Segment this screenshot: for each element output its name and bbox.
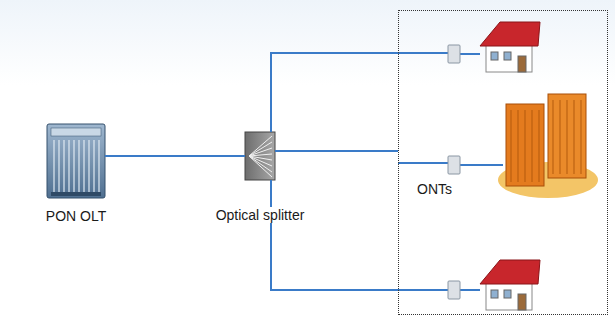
node-label: ONTs (417, 181, 452, 197)
node-label: PON OLT (44, 208, 108, 224)
house-icon (480, 22, 540, 72)
fibre-connector (105, 155, 245, 157)
olt-node: PON OLT (47, 124, 105, 198)
splitter-node: Optical splitter (245, 132, 275, 180)
node-label: Optical splitter (214, 207, 307, 223)
house-icon (480, 260, 540, 310)
ont-device (448, 45, 460, 299)
fibre-connector (275, 150, 398, 152)
olt-equipment (47, 124, 105, 198)
ont-region: ONTs (398, 10, 608, 315)
fibre-line (271, 53, 503, 290)
office-buildings (498, 94, 598, 198)
splitter-symbol (245, 132, 275, 180)
